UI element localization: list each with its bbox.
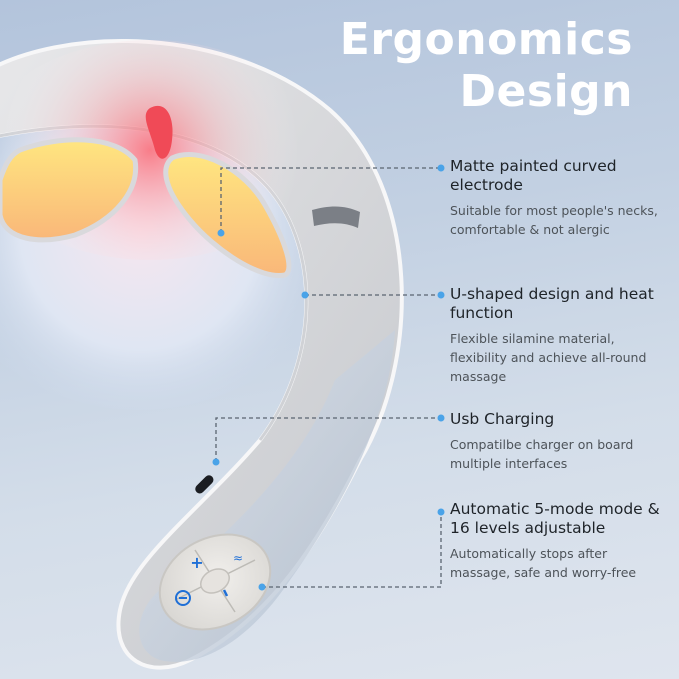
metal-ring bbox=[312, 206, 360, 228]
feature-modes-levels: Automatic 5-mode mode & 16 levels adjust… bbox=[450, 500, 665, 582]
plus-icon[interactable]: + bbox=[190, 553, 203, 572]
feature-title: Matte painted curved electrode bbox=[450, 157, 617, 194]
feature-description: Automatically stops after massage, safe … bbox=[450, 546, 637, 580]
title-line-2: Design bbox=[459, 66, 633, 117]
feature-description: Flexible silamine material, flexibility … bbox=[450, 331, 647, 384]
red-light-tab bbox=[145, 105, 173, 159]
feature-usb-charging: Usb Charging Compatilbe charger on board… bbox=[450, 410, 665, 473]
heat-icon[interactable]: ≈ bbox=[233, 551, 243, 565]
feature-title: Usb Charging bbox=[450, 410, 555, 428]
page-title: Ergonomics Design bbox=[340, 14, 633, 118]
feature-u-shaped-design: U-shaped design and heat function Flexib… bbox=[450, 285, 665, 386]
right-electrode bbox=[163, 152, 292, 279]
usb-c-port bbox=[195, 475, 214, 494]
feature-description: Compatilbe charger on board multiple int… bbox=[450, 437, 634, 471]
title-line-1: Ergonomics bbox=[339, 14, 633, 65]
power-mode-icon[interactable] bbox=[175, 590, 191, 606]
feature-electrode: Matte painted curved electrode Suitable … bbox=[450, 157, 665, 239]
callout-dots bbox=[212, 164, 445, 591]
control-panel: + ≈ bbox=[158, 533, 272, 631]
minus-icon[interactable] bbox=[222, 589, 229, 597]
feature-title: Automatic 5-mode mode & 16 levels adjust… bbox=[450, 500, 660, 537]
center-button[interactable] bbox=[197, 564, 234, 598]
leader-lines bbox=[215, 167, 442, 588]
left-electrode bbox=[0, 137, 139, 243]
feature-description: Suitable for most people's necks, comfor… bbox=[450, 203, 658, 237]
feature-title: U-shaped design and heat function bbox=[450, 285, 654, 322]
